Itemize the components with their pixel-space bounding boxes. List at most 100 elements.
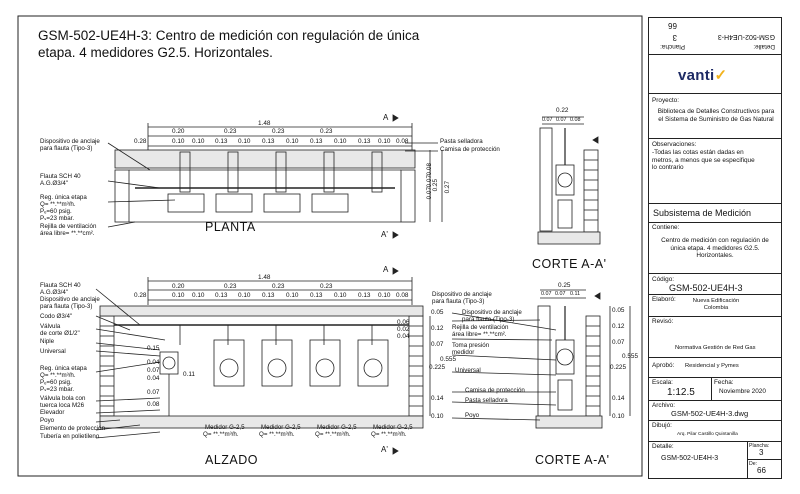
planta-top-dim: 0.23 bbox=[224, 128, 237, 135]
planta-bot-dim: 0.10 bbox=[192, 138, 205, 145]
meter-label: Medidor G-2,5 bbox=[373, 424, 413, 431]
alzado-top-dim: 0.23 bbox=[320, 283, 333, 290]
alzado-view bbox=[95, 267, 431, 455]
alzado-bot-dim: 0.08 bbox=[396, 292, 409, 299]
corte2-view-title: CORTE A-A' bbox=[535, 453, 610, 467]
planta-view-title: PLANTA bbox=[205, 220, 256, 234]
corte2-label: Dispositivo de anclaje bbox=[462, 309, 522, 316]
corte2-label: Rejilla de ventilación bbox=[452, 324, 509, 331]
corte2-dim: 0.07 bbox=[541, 291, 552, 297]
corte2-dim: 0.07 bbox=[555, 291, 566, 297]
corte2-dim: 0.12 bbox=[612, 323, 625, 330]
alzado-bot-dim: 0.28 bbox=[134, 292, 147, 299]
tb-elaboro-value: Nueva Edificación Colombia bbox=[692, 298, 740, 311]
tb-proyecto-value: Biblioteca de Detalles Constructivos par… bbox=[657, 108, 775, 123]
alzado-label: Reg. única etapa bbox=[40, 365, 87, 372]
alzado-label: para flauta (Tipo-3) bbox=[40, 303, 93, 310]
tb-detalle-value: GSM-502-UE4H-3 bbox=[717, 33, 775, 40]
tb-codigo-label: Código: bbox=[652, 276, 675, 283]
planta-bot-dim: 0.13 bbox=[310, 138, 323, 145]
alzado-right-dim: 0.12 bbox=[431, 325, 444, 332]
section-mark: A' bbox=[381, 230, 388, 239]
corte1-view bbox=[537, 116, 601, 245]
alzado-bot-dim: 0.13 bbox=[262, 292, 275, 299]
meter-label: Medidor G-2,5 bbox=[205, 424, 245, 431]
meter-flow: Q= **.**m³/h. bbox=[203, 431, 239, 438]
corte1-dim: 0.22 bbox=[556, 107, 569, 114]
tb-de2-value: 66 bbox=[757, 466, 766, 475]
alzado-right-dim: 0.06 bbox=[397, 319, 410, 326]
planta-label: Pₛ=23 mbar. bbox=[40, 215, 75, 222]
tb-proyecto-label: Proyecto: bbox=[652, 97, 679, 104]
alzado-label: tuerca loca M26 bbox=[40, 402, 85, 409]
tb-subsistema: Subsistema de Medición bbox=[653, 208, 752, 218]
alzado-label: Niple bbox=[40, 338, 55, 345]
corte2-dim: 0.25 bbox=[558, 282, 571, 289]
alzado-inner-dim: 0.11 bbox=[183, 371, 195, 378]
corte1-view-title: CORTE A-A' bbox=[532, 257, 607, 271]
section-mark: A bbox=[383, 113, 389, 122]
corte2-dim: 0.05 bbox=[612, 307, 625, 314]
planta-bot-dim: 0.10 bbox=[378, 138, 391, 145]
planta-label: para flauta (Tipo-3) bbox=[40, 145, 93, 152]
tb-fecha-value: Noviembre 2020 bbox=[719, 388, 766, 395]
tb-obs-label: Observaciones: bbox=[652, 141, 697, 148]
corte1-dim: 0.08 bbox=[570, 117, 581, 123]
meter-flow: Q= **.**m³/h. bbox=[259, 431, 295, 438]
alzado-bot-dim: 0.10 bbox=[238, 292, 251, 299]
alzado-bot-dim: 0.10 bbox=[172, 292, 185, 299]
corte1-dim: 0.07 bbox=[542, 117, 553, 123]
alzado-right-dim: 0.04 bbox=[397, 333, 410, 340]
alzado-label: Universal bbox=[40, 348, 66, 355]
alzado-total-dim: 1.48 bbox=[258, 274, 271, 281]
alzado-label: Elemento de protección bbox=[40, 425, 106, 432]
vanti-logo: vanti✓ bbox=[678, 66, 727, 84]
alzado-right-dim: 0.10 bbox=[431, 413, 444, 420]
alzado-label: Q= **.**m³/h. bbox=[40, 372, 76, 379]
corte1-dim: 0.07 bbox=[556, 117, 567, 123]
tb-contiene-label: Contiene: bbox=[652, 224, 680, 231]
alzado-right-dim: 0.225 bbox=[429, 364, 445, 371]
tb-de-value: 66 bbox=[668, 21, 677, 30]
alzado-inner-dim: 0.08 bbox=[147, 401, 160, 408]
planta-bot-dim: 0.10 bbox=[238, 138, 251, 145]
alzado-top-dim: 0.23 bbox=[272, 283, 285, 290]
alzado-right-dim: 0.05 bbox=[431, 309, 444, 316]
alzado-label: de corte Ø1/2" bbox=[40, 330, 80, 337]
alzado-label: A.G.Ø3/4" bbox=[40, 289, 68, 296]
planta-top-dim: 0.23 bbox=[272, 128, 285, 135]
planta-label: Q= **.**m³/h. bbox=[40, 201, 76, 208]
alzado-top-dim: 0.20 bbox=[172, 283, 185, 290]
tb-obs-value: -Todas las cotas están dadas en metros, … bbox=[652, 149, 755, 171]
planta-label: Rejilla de ventilación bbox=[40, 223, 97, 230]
alzado-inner-dim: 0.07 bbox=[147, 389, 160, 396]
alzado-bot-dim: 0.10 bbox=[192, 292, 205, 299]
tb-aprobo-label: Aprobó: bbox=[652, 362, 675, 369]
alzado-top-dim: 0.23 bbox=[224, 283, 237, 290]
tb-escala-label: Escala: bbox=[652, 379, 673, 386]
tb-plancha-value: 3 bbox=[672, 33, 677, 42]
planta-view bbox=[107, 114, 443, 239]
planta-bot-dim: 0.13 bbox=[358, 138, 371, 145]
tb-detalle2-value: GSM-502-UE4H-3 bbox=[661, 455, 719, 462]
alzado-right-dim: 0.02 bbox=[397, 326, 410, 333]
meter-label: Medidor G-2,5 bbox=[317, 424, 357, 431]
corte2-label: Poyo bbox=[465, 412, 480, 419]
tb-fecha-label: Fecha: bbox=[714, 379, 734, 386]
alzado-label: Tubería en polietileno bbox=[40, 433, 100, 440]
alzado-right-dim: 0.07 bbox=[431, 341, 444, 348]
alzado-label: Dispositivo de anclaje bbox=[40, 296, 100, 303]
planta-bot-dim: 0.10 bbox=[172, 138, 185, 145]
tb-detalle2-label: Detalle: bbox=[652, 443, 674, 450]
section-mark: A bbox=[383, 265, 389, 274]
corte2-dim: 0.10 bbox=[612, 413, 625, 420]
alzado-right-dim: 0.555 bbox=[440, 356, 456, 363]
alzado-bot-dim: 0.10 bbox=[334, 292, 347, 299]
tb-de2-label: De: bbox=[749, 461, 758, 467]
tb-reviso-label: Revisó: bbox=[652, 318, 674, 325]
alzado-label: Válvula bola con bbox=[40, 395, 86, 402]
meter-flow: Q= **.**m³/h. bbox=[315, 431, 351, 438]
meter-flow: Q= **.**m³/h. bbox=[371, 431, 407, 438]
